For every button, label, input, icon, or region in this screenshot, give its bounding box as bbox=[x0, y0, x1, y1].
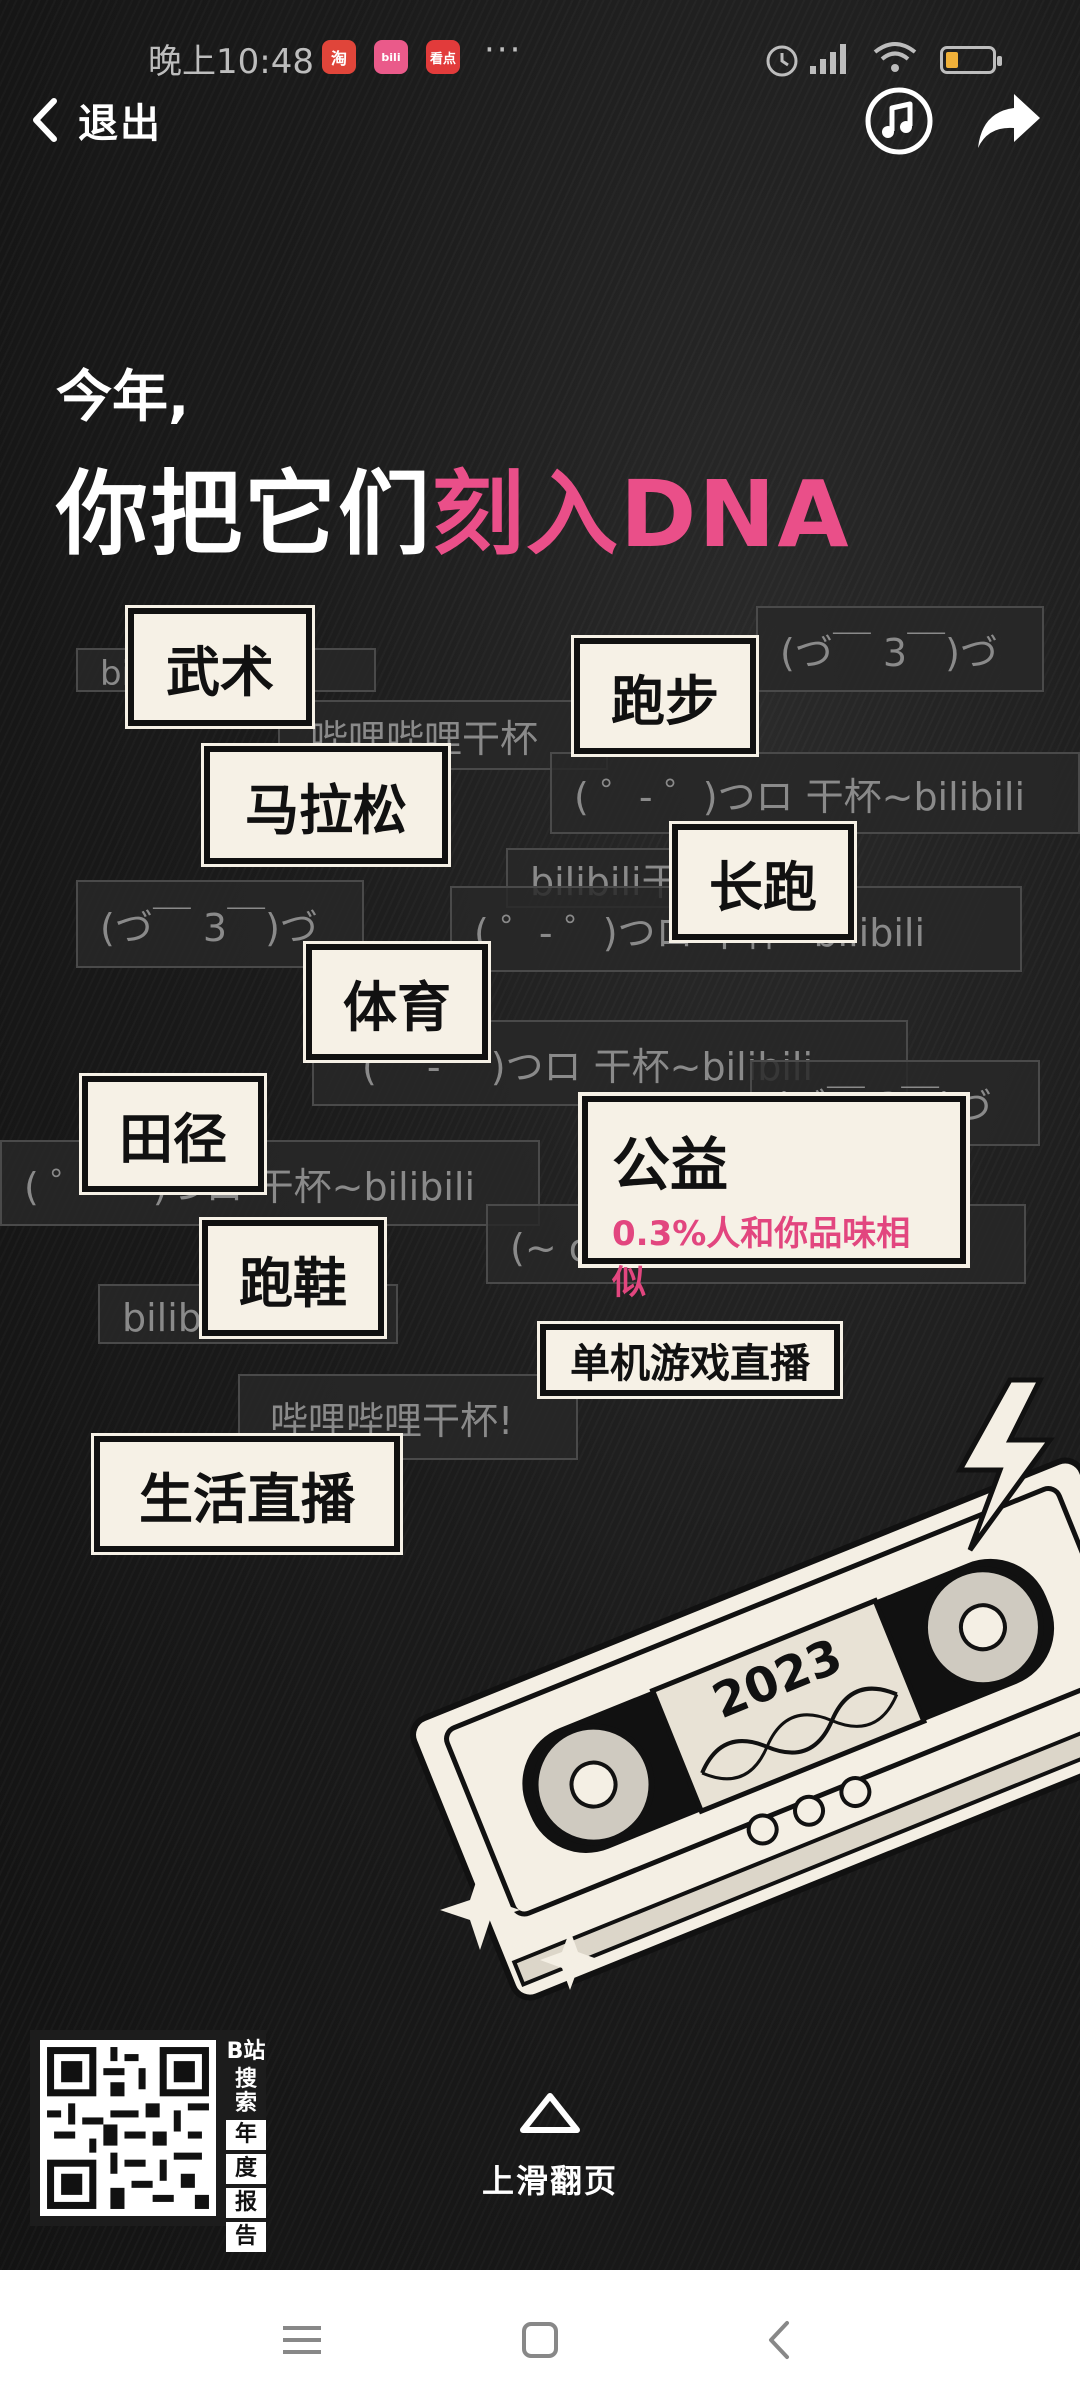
menu-button[interactable] bbox=[272, 2310, 332, 2370]
interest-tag: 跑鞋 bbox=[199, 1217, 387, 1339]
back-icon bbox=[769, 2321, 789, 2359]
system-navigation-bar bbox=[0, 2270, 1080, 2400]
interest-tag: 单机游戏直播 bbox=[537, 1321, 843, 1399]
qr-code-card: B站 搜索 年 度 报 告 bbox=[30, 2030, 266, 2252]
interest-tag: 武术 bbox=[125, 605, 315, 729]
taobao-app-icon: 淘 bbox=[322, 40, 356, 74]
music-icon[interactable] bbox=[864, 86, 934, 156]
interest-tag: 跑步 bbox=[571, 635, 759, 757]
qr-label-bottom-2: 度 bbox=[226, 2154, 266, 2184]
danmaku-bar: ( ゜- ゜)つロ 干杯~bilibili bbox=[0, 1140, 540, 1226]
bilibili-app-icon: bili bbox=[374, 40, 408, 74]
share-icon[interactable] bbox=[974, 90, 1044, 152]
signal-icon bbox=[810, 44, 846, 74]
qr-label-bottom-4: 告 bbox=[226, 2222, 266, 2252]
vhs-cassette-illustration: 2023 bbox=[410, 1377, 1080, 2001]
interest-tag: 生活直播 bbox=[91, 1433, 403, 1555]
status-time: 晚上10:48 bbox=[148, 42, 314, 82]
qr-side-labels: B站 搜索 年 度 报 告 bbox=[226, 2039, 266, 2252]
interest-tag: 马拉松 bbox=[201, 743, 451, 867]
qr-label-bottom-3: 报 bbox=[226, 2188, 266, 2218]
highlight-tag-name: 公益 bbox=[612, 1131, 729, 1199]
interest-tag: 田径 bbox=[79, 1073, 267, 1195]
qr-label-bottom-1: 年 bbox=[226, 2120, 266, 2150]
interest-tag: 长跑 bbox=[669, 821, 857, 943]
title-pink-text: 刻入DNA bbox=[432, 461, 851, 568]
swipe-up-label: 上滑翻页 bbox=[481, 2162, 618, 2200]
title-line-2: 你把它们刻入DNA bbox=[56, 440, 851, 573]
qr-label-top-2: 搜索 bbox=[234, 2067, 257, 2116]
qr-label-top-1: B站 bbox=[226, 2039, 266, 2064]
interest-tag: 体育 bbox=[303, 941, 491, 1063]
chevron-left-icon bbox=[33, 98, 57, 142]
home-icon bbox=[522, 2322, 558, 2358]
danmaku-bar: (づ￣ 3￣)づ bbox=[756, 606, 1044, 692]
more-notifications-icon: ··· bbox=[484, 30, 523, 70]
title-white-text: 你把它们 bbox=[56, 461, 433, 568]
danmaku-bar: ( ゜- ゜)つロ 干杯~bilibili bbox=[550, 752, 1080, 834]
status-bar: 晚上10:48 淘 bili 看点 ··· bbox=[0, 0, 1080, 120]
exit-label: 退出 bbox=[78, 101, 162, 147]
home-button[interactable] bbox=[510, 2310, 570, 2370]
title-line-1: 今年, bbox=[56, 365, 190, 430]
wifi-icon bbox=[873, 42, 917, 72]
back-button[interactable] bbox=[748, 2310, 808, 2370]
highlight-tag-similarity: 0.3%人和你品味相似 bbox=[612, 1214, 911, 1303]
news-app-icon: 看点 bbox=[426, 40, 460, 74]
qr-code bbox=[40, 2040, 216, 2216]
menu-icon bbox=[283, 2326, 321, 2354]
battery-icon bbox=[940, 46, 1002, 74]
chevron-up-icon bbox=[520, 2093, 580, 2133]
swipe-up-hint[interactable]: 上滑翻页 bbox=[470, 2090, 630, 2202]
highlight-interest-card: 公益 0.3%人和你品味相似 bbox=[582, 1096, 966, 1303]
exit-button[interactable]: 退出 bbox=[30, 90, 162, 150]
alarm-icon bbox=[766, 45, 798, 77]
